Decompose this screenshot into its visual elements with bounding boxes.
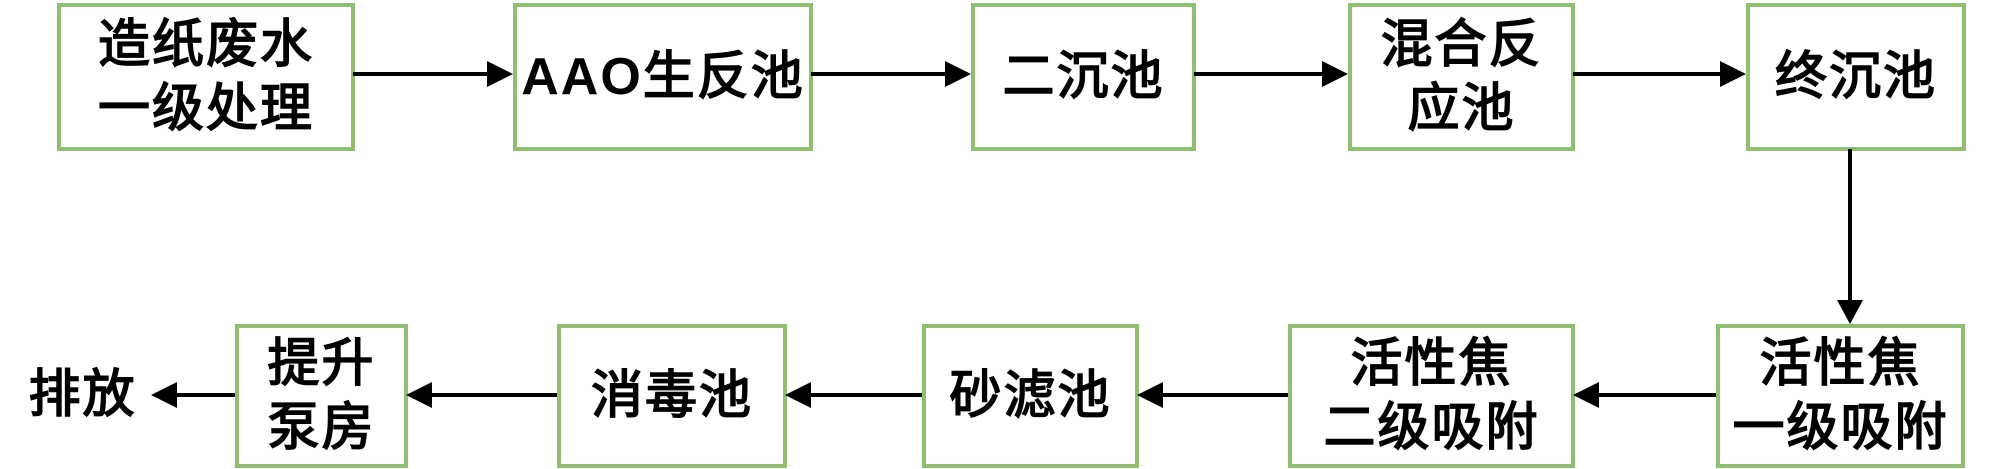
- arrowhead-left-icon: [785, 382, 811, 408]
- arrow-line: [1848, 149, 1852, 302]
- arrow-line: [811, 72, 947, 76]
- arrowhead-left-icon: [151, 382, 177, 408]
- arrow-line: [1573, 72, 1722, 76]
- node-label: 终沉池: [1774, 48, 1937, 106]
- arrow-line: [177, 393, 235, 397]
- arrowhead-right-icon: [945, 61, 971, 87]
- arrow-line: [1599, 393, 1716, 397]
- arrowhead-right-icon: [1322, 61, 1348, 87]
- node-label: 活性焦 二级吸附: [1323, 335, 1540, 457]
- arrowhead-left-icon: [1573, 382, 1599, 408]
- node-label: 提升 泵房: [267, 335, 376, 457]
- arrowhead-left-icon: [1137, 382, 1163, 408]
- node-label: 造纸废水 一级处理: [97, 16, 314, 138]
- arrowhead-right-icon: [1720, 61, 1746, 87]
- node-label: 消毒池: [590, 367, 753, 425]
- node-activated-coke-secondary-adsorption: 活性焦 二级吸附: [1288, 324, 1575, 468]
- arrow-line: [811, 393, 922, 397]
- node-activated-coke-primary-adsorption: 活性焦 一级吸附: [1716, 324, 1965, 468]
- node-label: 活性焦 一级吸附: [1732, 335, 1949, 457]
- node-mixing-reaction-tank: 混合反 应池: [1348, 3, 1575, 151]
- node-sand-filter-tank: 砂滤池: [922, 324, 1139, 468]
- arrow-line: [353, 72, 489, 76]
- arrow-line: [432, 393, 557, 397]
- arrowhead-down-icon: [1837, 300, 1863, 324]
- discharge-label: 排放: [28, 366, 137, 424]
- arrow-line: [1194, 72, 1324, 76]
- node-lift-pump-house: 提升 泵房: [235, 324, 408, 468]
- node-label: 砂滤池: [949, 367, 1112, 425]
- node-pulp-wastewater-primary-treatment: 造纸废水 一级处理: [57, 3, 355, 151]
- node-label: AAO生反池: [521, 48, 805, 106]
- node-label: 混合反 应池: [1380, 16, 1543, 138]
- node-disinfection-tank: 消毒池: [557, 324, 787, 468]
- arrow-line: [1163, 393, 1288, 397]
- node-aao-bio-reaction-tank: AAO生反池: [513, 3, 813, 151]
- arrowhead-right-icon: [487, 61, 513, 87]
- node-label: 二沉池: [1002, 48, 1165, 106]
- arrowhead-left-icon: [406, 382, 432, 408]
- node-final-clarifier: 终沉池: [1746, 3, 1966, 151]
- node-secondary-clarifier: 二沉池: [971, 3, 1196, 151]
